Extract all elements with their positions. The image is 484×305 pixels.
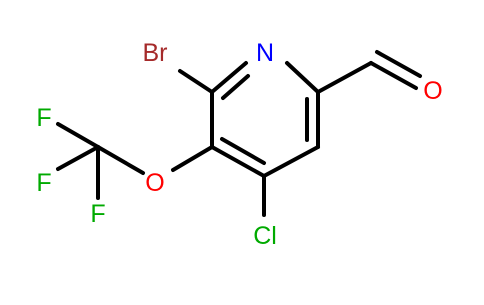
bond-c2-n-inner — [221, 74, 250, 100]
ether-oxygen-label: O — [145, 169, 164, 197]
atom-labels: Br N O O Cl F F F — [36, 39, 442, 250]
bond-c4-c3 — [210, 145, 266, 178]
bond-n-c6 — [285, 61, 320, 94]
bromine-label: Br — [143, 39, 168, 67]
fluorine-label-2: F — [36, 169, 51, 197]
aldehyde-oxygen-label: O — [423, 77, 442, 105]
bond-o-cf3 — [96, 145, 145, 175]
bond-cf3-f1 — [56, 122, 100, 149]
bond-c5-c4 — [262, 145, 320, 178]
bond-cf3-f2 — [56, 145, 100, 171]
fluorine-label-3: F — [90, 200, 105, 228]
bond-c6-cho — [316, 61, 373, 94]
fluorine-label-1: F — [36, 104, 51, 132]
chlorine-label: Cl — [253, 222, 277, 250]
bond-c2-br — [178, 69, 214, 94]
bond-c3-o — [171, 145, 214, 172]
bond-cho-o — [369, 61, 418, 90]
nitrogen-label: N — [256, 39, 274, 67]
bonds — [56, 50, 422, 217]
bond-cho-o-inner — [375, 50, 422, 78]
bond-c2-n — [210, 61, 248, 94]
bond-c4-c3-inner — [220, 137, 266, 165]
